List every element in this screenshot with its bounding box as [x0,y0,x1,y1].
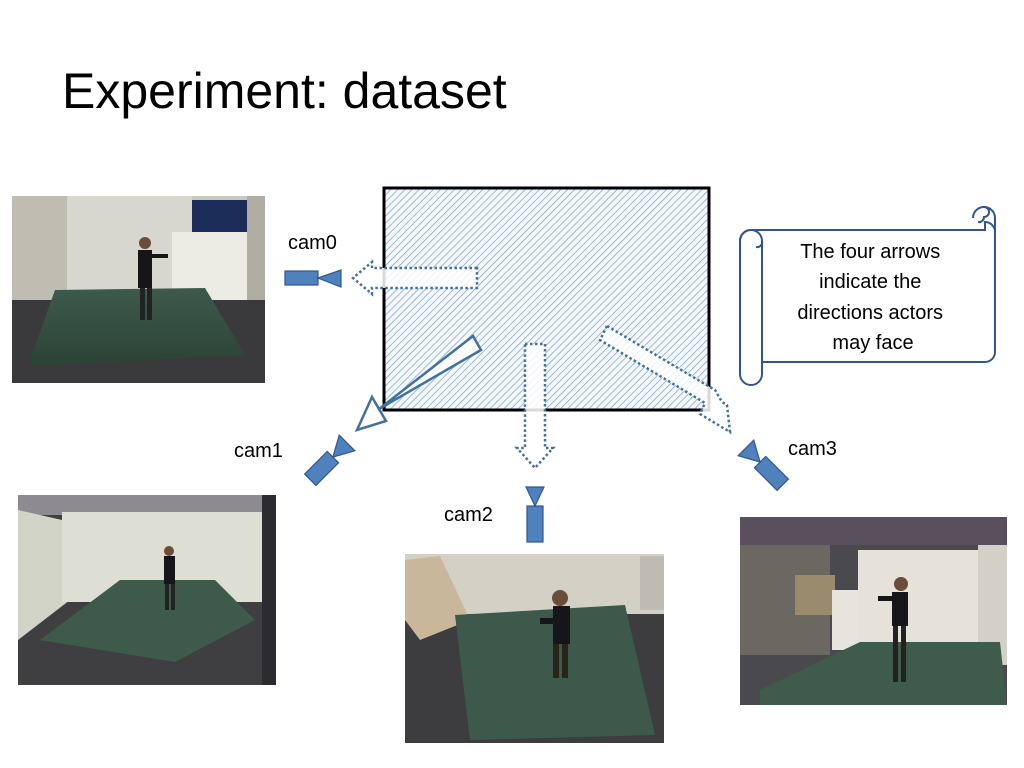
cam0-photo [12,196,265,383]
cam1-photo [18,495,276,685]
direction-arrow-left [351,259,479,297]
cam1-label: cam1 [234,440,283,462]
cam3-label: cam3 [788,438,837,460]
direction-arrow-down-left [354,334,483,433]
cam0-label: cam0 [288,232,337,254]
direction-arrow-down [514,342,556,470]
callout-line: may face [832,332,913,354]
slide-title: Experiment: dataset [62,63,507,119]
cam2-photo [405,554,664,743]
cam2-icon [525,486,545,543]
callout-line: indicate the [819,271,921,293]
cam0-icon [284,269,342,288]
cam1-icon [303,434,356,487]
cam2-label: cam2 [444,504,493,526]
callout-line: The four arrows [800,241,940,263]
callout-line: directions actors [797,302,943,324]
cam3-icon [737,439,790,492]
callout-text: The four arrows indicate the directions … [797,241,948,354]
direction-arrow-down-right [598,324,732,435]
scroll-callout [739,205,996,386]
cam3-photo [740,517,1007,705]
